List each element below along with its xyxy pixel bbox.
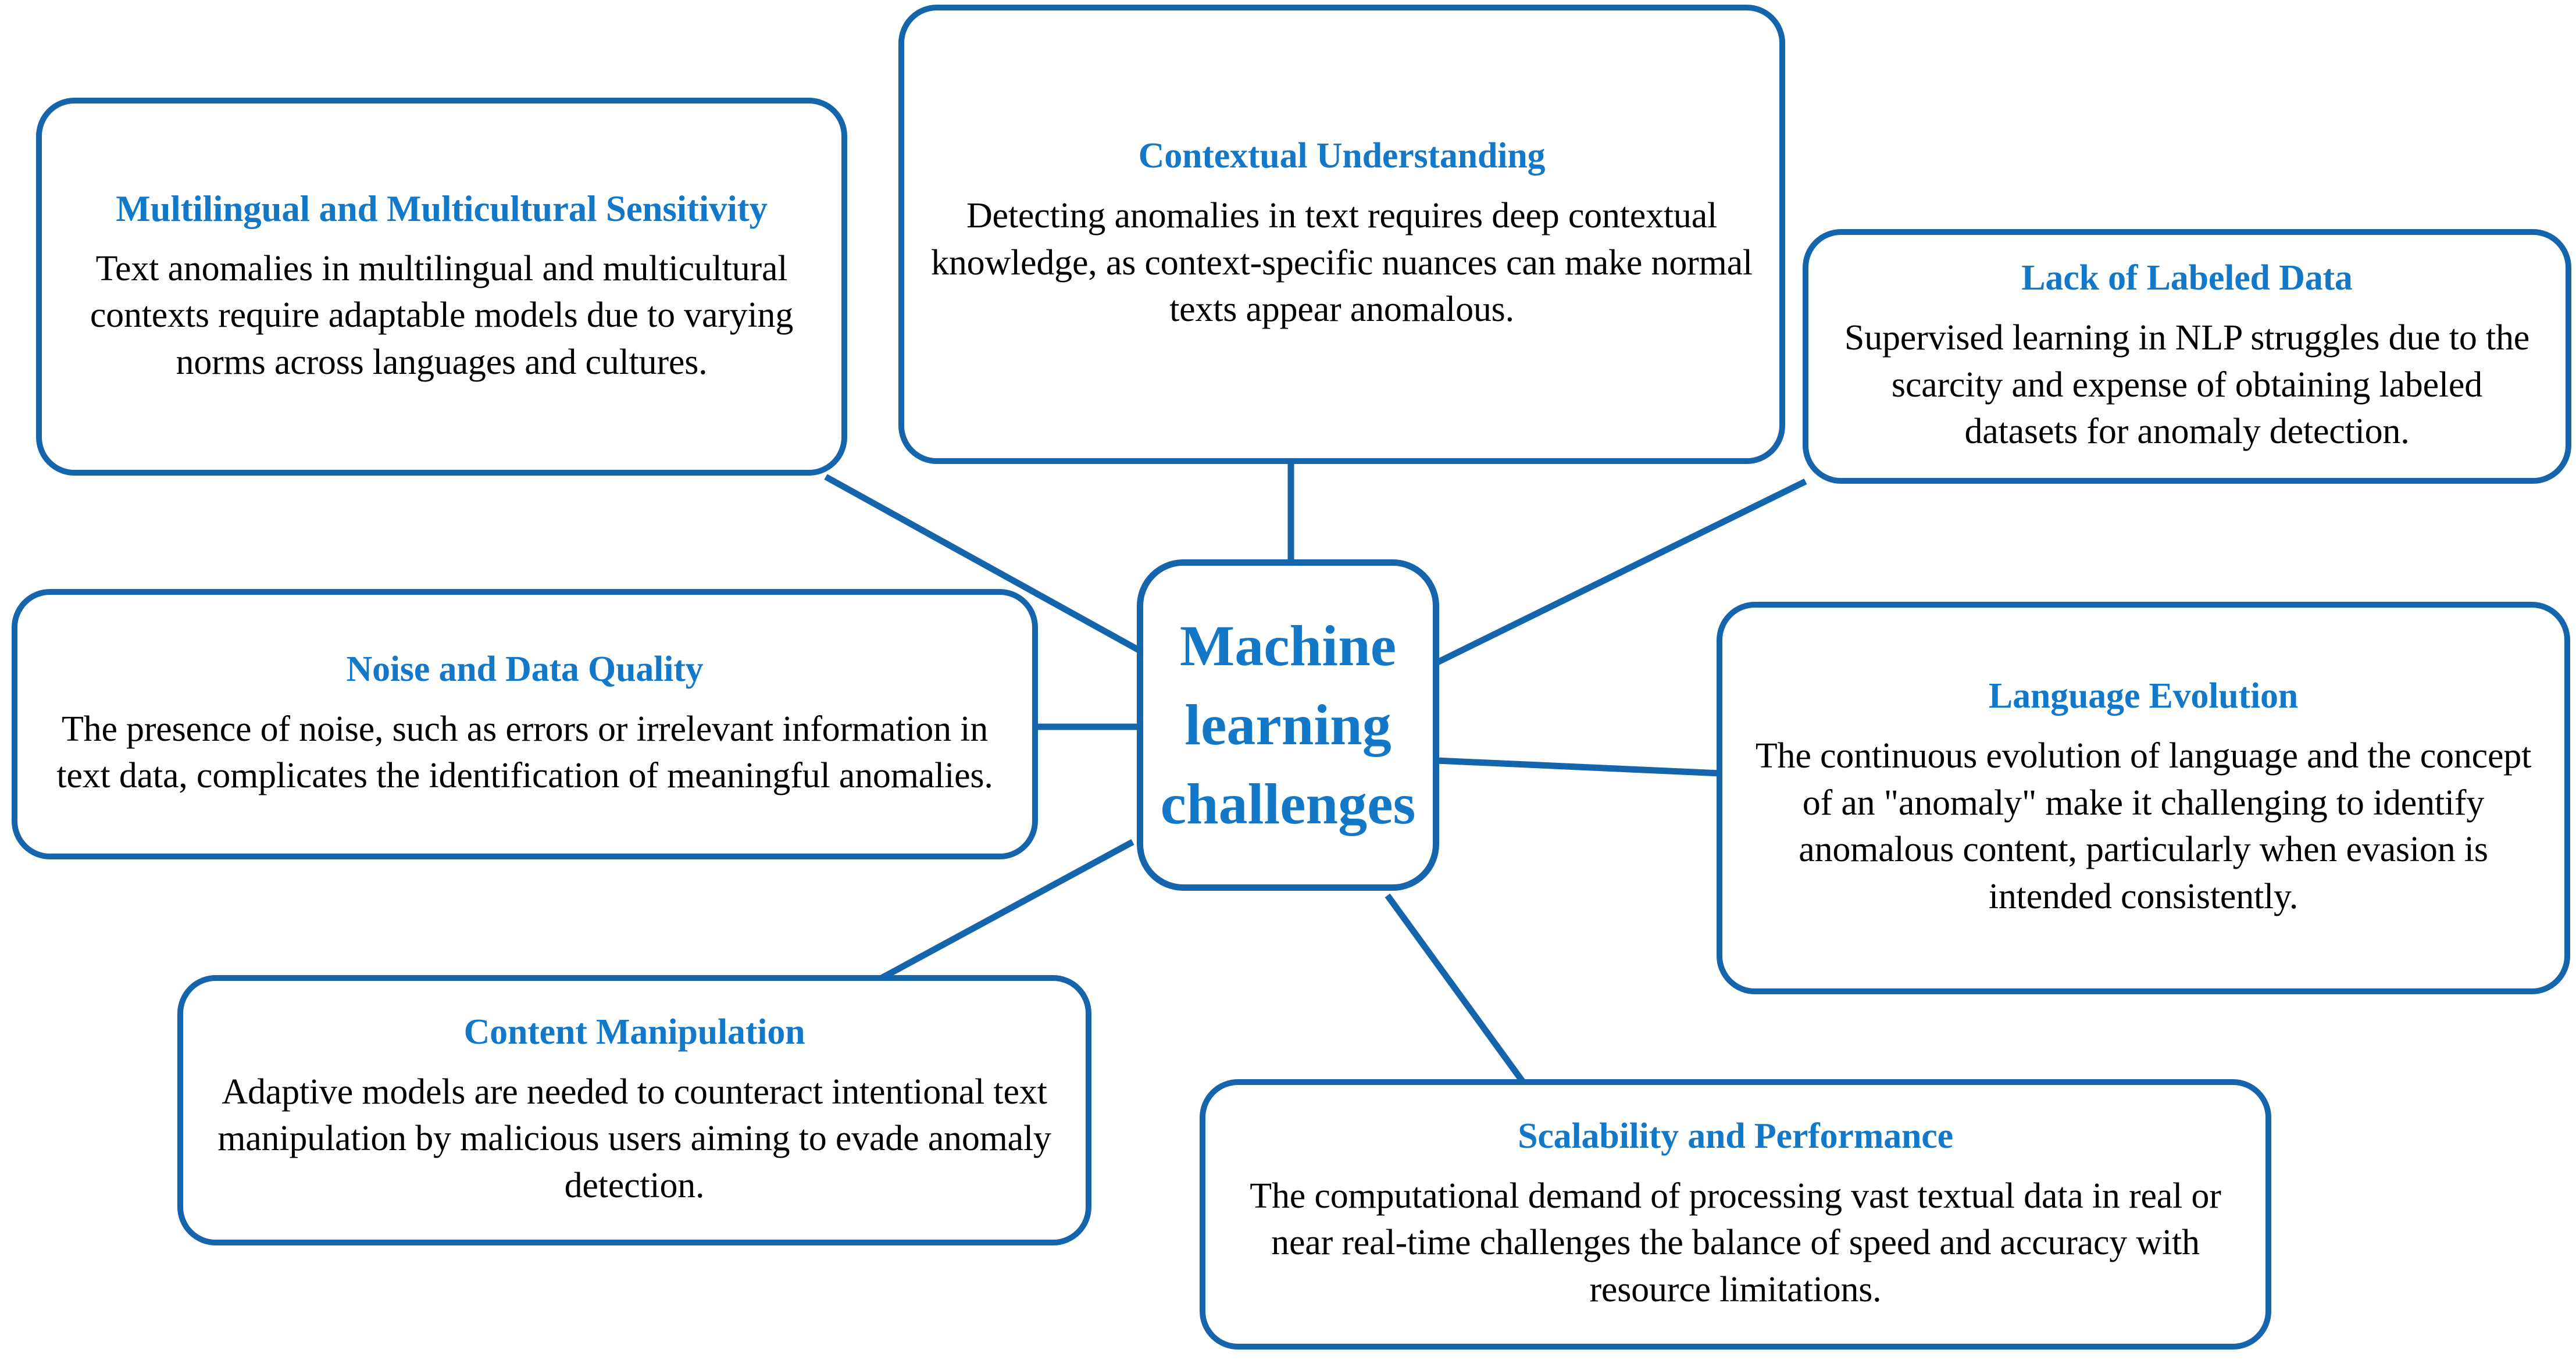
node-language-evolution[interactable]: Language Evolution The continuous evolut… — [1717, 602, 2570, 994]
node-content-manipulation[interactable]: Content Manipulation Adaptive models are… — [177, 975, 1091, 1245]
node-body-scalability: The computational demand of processing v… — [1250, 1176, 2221, 1309]
node-title-content-manipulation: Content Manipulation — [463, 1012, 805, 1052]
node-multilingual-and-multicultural-sensitivity[interactable]: Multilingual and Multicultural Sensitivi… — [36, 98, 847, 476]
node-contextual-understanding[interactable]: Contextual Understanding Detecting anoma… — [898, 5, 1785, 464]
node-body-contextual: Detecting anomalies in text requires dee… — [931, 196, 1753, 330]
node-body-noise: The presence of noise, such as errors or… — [56, 709, 993, 796]
node-body-content-manipulation: Adaptive models are needed to counteract… — [217, 1072, 1051, 1205]
node-title-language-evolution: Language Evolution — [1988, 676, 2299, 716]
node-body-multilingual: Text anomalies in multilingual and multi… — [90, 248, 794, 382]
node-title-labeled-data: Lack of Labeled Data — [2021, 258, 2353, 298]
edge-center-language — [1436, 757, 1721, 777]
edge-center-content — [873, 839, 1134, 984]
node-body-language-evolution: The continuous evolution of language and… — [1755, 736, 2532, 917]
node-body-labeled-data: Supervised learning in NLP struggles due… — [1844, 318, 2530, 452]
node-title-multilingual: Multilingual and Multicultural Sensitivi… — [116, 188, 768, 229]
node-title-scalability: Scalability and Performance — [1518, 1116, 1953, 1156]
node-noise-and-data-quality[interactable]: Noise and Data Quality The presence of n… — [12, 589, 1038, 859]
node-title-noise: Noise and Data Quality — [346, 649, 704, 689]
node-lack-of-labeled-data[interactable]: Lack of Labeled Data Supervised learning… — [1803, 229, 2571, 484]
node-title-contextual: Contextual Understanding — [1138, 136, 1546, 176]
center-node-label: Machine learning challenges — [1160, 613, 1416, 836]
node-scalability-and-performance[interactable]: Scalability and Performance The computat… — [1200, 1079, 2271, 1350]
center-node-machine-learning-challenges[interactable]: Machine learning challenges — [1137, 559, 1439, 891]
edge-center-scalability — [1385, 893, 1526, 1085]
